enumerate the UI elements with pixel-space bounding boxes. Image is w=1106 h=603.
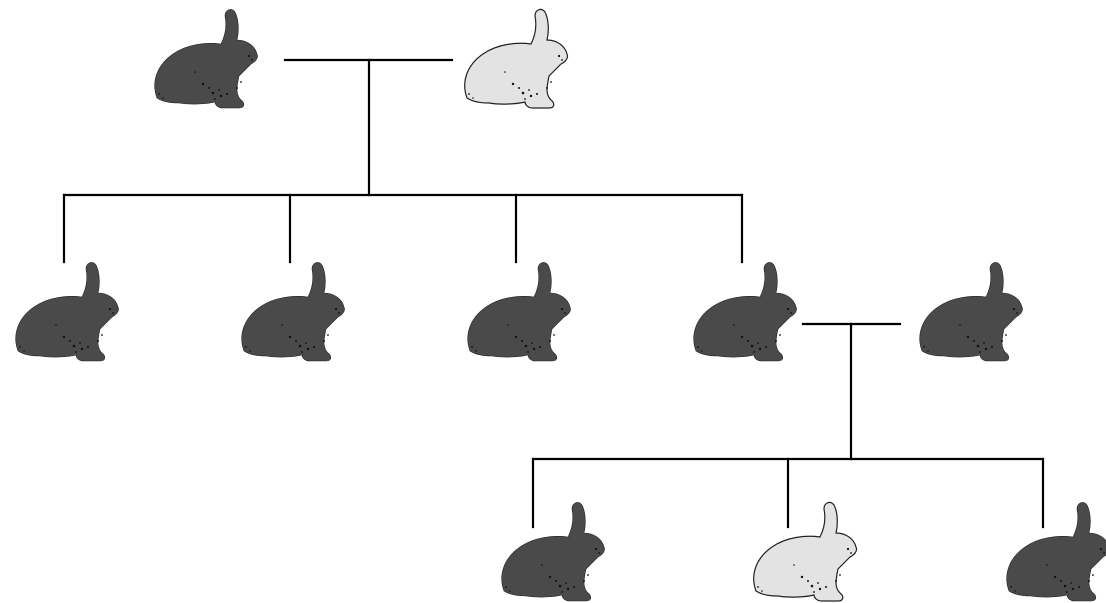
rabbit-icon-p2 xyxy=(464,8,569,109)
rabbit-icon-f2c xyxy=(1006,501,1106,602)
pedigree-lines xyxy=(62,58,1045,529)
rabbit-icon-f1a xyxy=(15,261,120,362)
rabbit-icon-f1b xyxy=(241,261,346,362)
rabbit-icon-f1e xyxy=(919,261,1024,362)
rabbit-icon-f2b xyxy=(753,501,858,602)
rabbits xyxy=(15,8,1106,602)
rabbit-icon-f2a xyxy=(501,501,606,602)
rabbit-icon-f1c xyxy=(467,261,572,362)
rabbit-icon-f1d xyxy=(693,261,798,362)
rabbit-icon-p1 xyxy=(154,8,259,109)
